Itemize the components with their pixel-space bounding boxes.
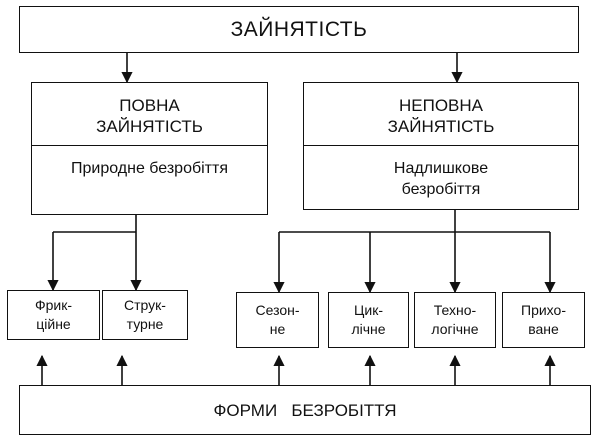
form-structural: Струк-турне	[102, 290, 188, 340]
full-employment-heading: ПОВНА ЗАЙНЯТІСТЬ	[96, 96, 203, 136]
form-cyclical: Цик-лічне	[328, 292, 409, 348]
partial-employment-box: НЕПОВНА ЗАЙНЯТІСТЬ Надлишкове безробіття	[303, 82, 579, 210]
form-seasonal: Сезон-не	[236, 292, 319, 348]
full-employment-box: ПОВНА ЗАЙНЯТІСТЬ Природне безробіття	[31, 82, 268, 215]
surplus-unemployment-label: Надлишкове безробіття	[393, 160, 489, 198]
unemployment-forms-title: ФОРМИ БЕЗРОБІТТЯ	[213, 400, 397, 420]
form-hidden: Прихо-ване	[502, 292, 585, 348]
natural-unemployment-label: Природне безробіття	[71, 160, 228, 177]
partial-employment-heading: НЕПОВНА ЗАЙНЯТІСТЬ	[387, 96, 495, 136]
form-technological: Техно-логічне	[414, 292, 496, 348]
employment-title: ЗАЙНЯТІСТЬ	[230, 17, 368, 41]
form-frictional: Фрик-ційне	[7, 290, 100, 340]
unemployment-forms-box: ФОРМИ БЕЗРОБІТТЯ	[19, 385, 591, 435]
employment-box: ЗАЙНЯТІСТЬ	[19, 6, 579, 53]
